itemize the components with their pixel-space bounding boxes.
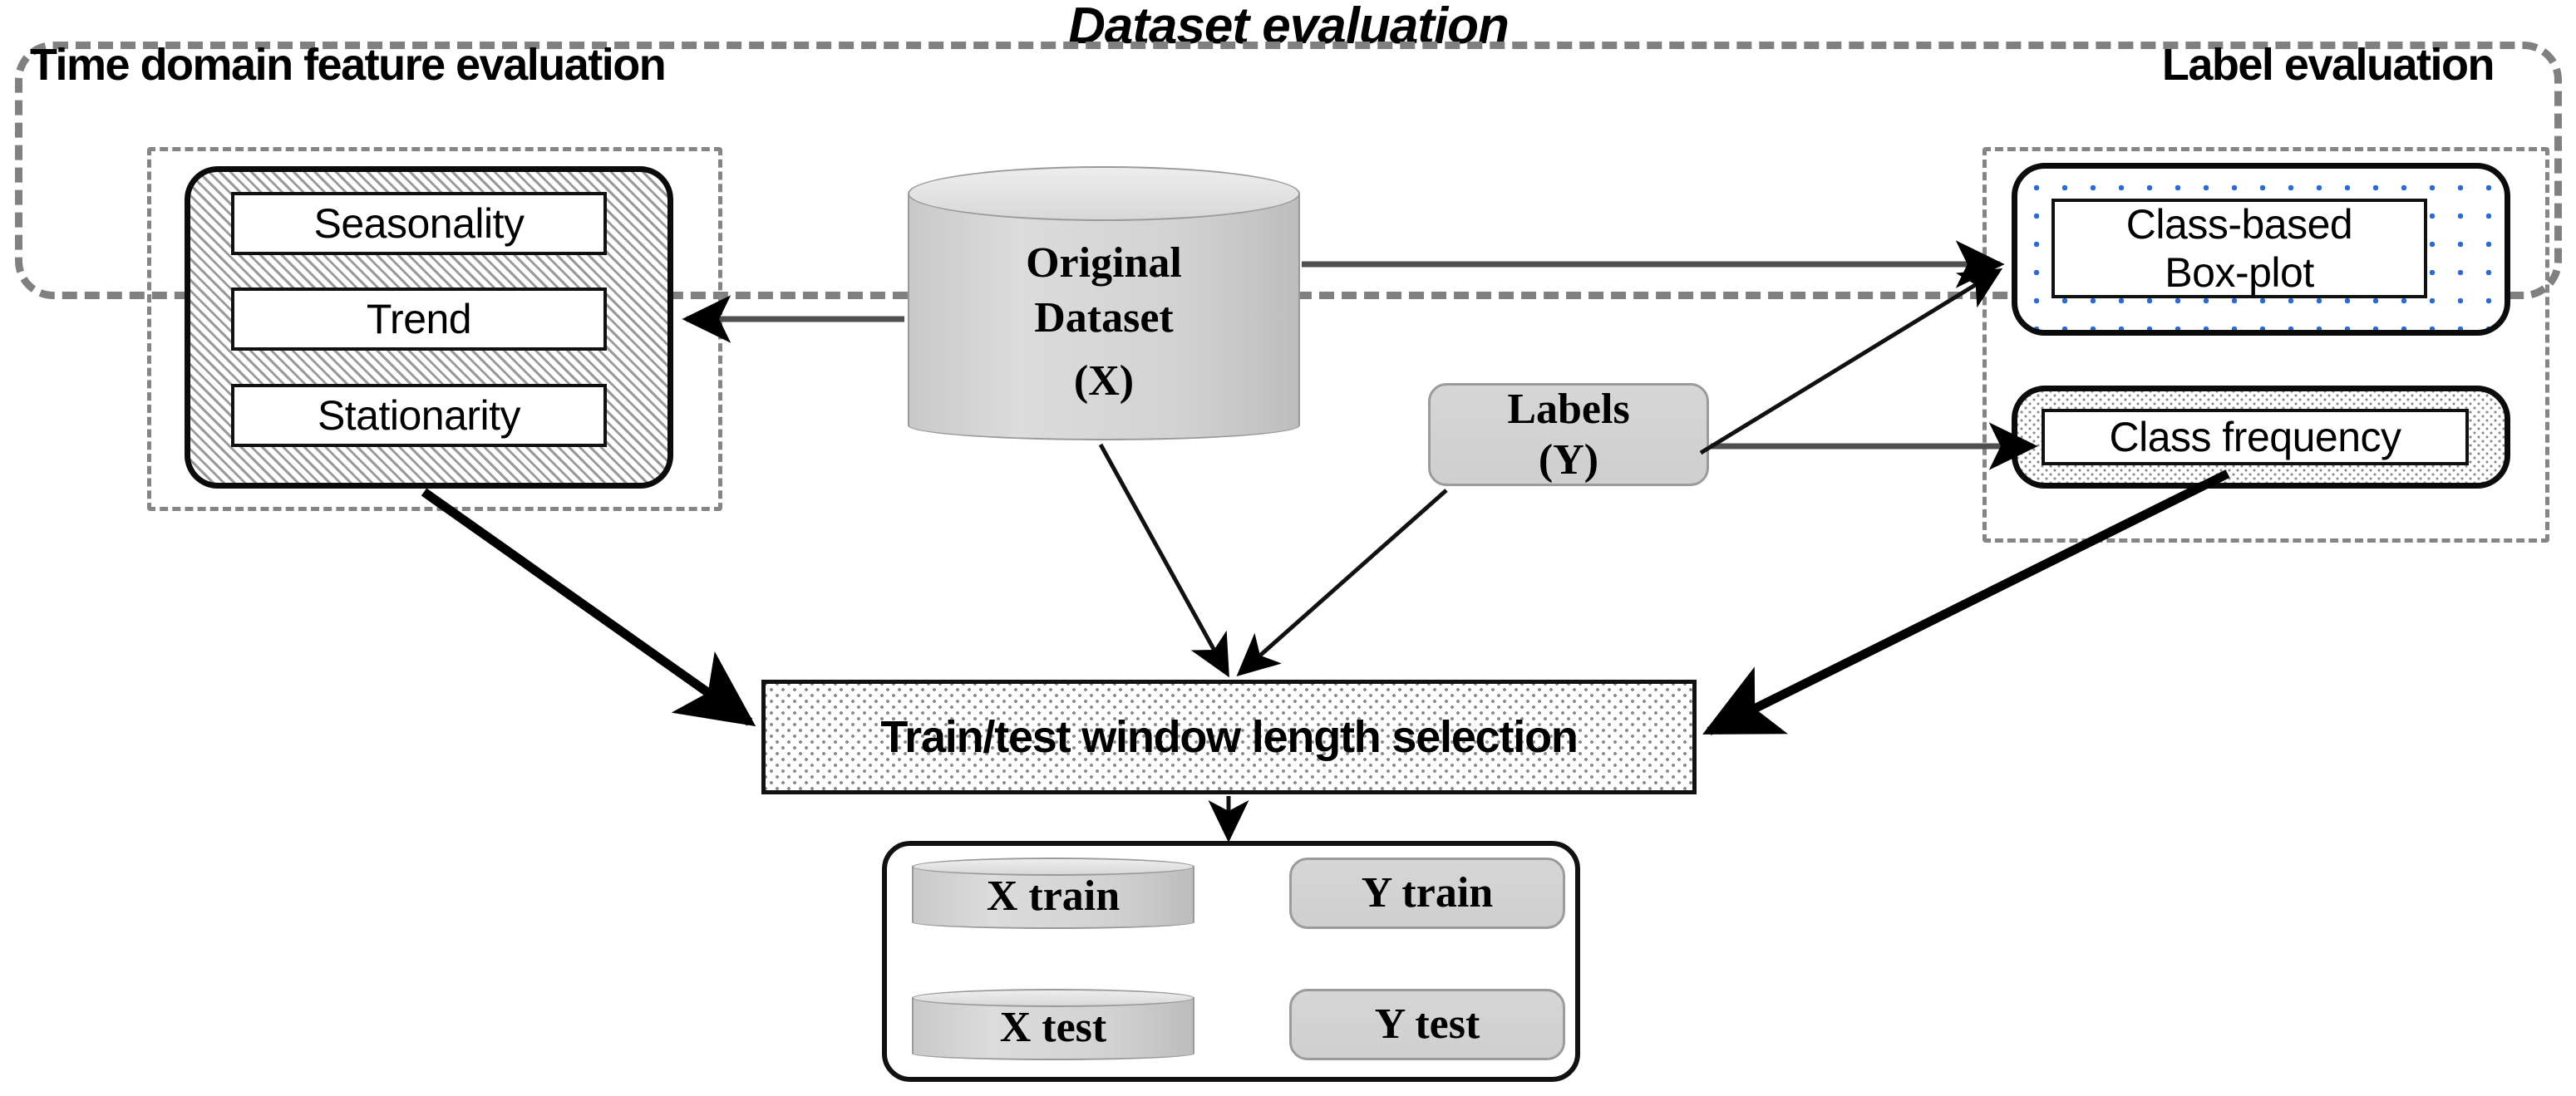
arrow-class-frequency-to-window bbox=[1702, 469, 2230, 735]
split-y-train[interactable]: Y train bbox=[1289, 858, 1565, 929]
arrow-features-to-window bbox=[421, 488, 756, 727]
original-dataset-line2: Dataset bbox=[1034, 294, 1174, 342]
original-dataset-line1: Original bbox=[1026, 239, 1182, 287]
class-frequency[interactable]: Class frequency bbox=[2042, 409, 2469, 465]
original-dataset-line3: (X) bbox=[1073, 357, 1135, 405]
x-train-body bbox=[912, 866, 1194, 929]
split-x-train-label: X train bbox=[986, 872, 1121, 920]
feature-stationarity[interactable]: Stationarity bbox=[231, 384, 607, 447]
class-based-boxplot-line2: Box-plot bbox=[2165, 249, 2314, 296]
arrow-dataset-to-window bbox=[1098, 443, 1229, 678]
labels-node[interactable]: Labels (Y) bbox=[1428, 383, 1709, 486]
original-dataset-cylinder[interactable]: Original Dataset (X) bbox=[908, 166, 1300, 440]
split-x-test-label: X test bbox=[999, 1004, 1107, 1051]
label-evaluation-group-box bbox=[1982, 147, 2549, 543]
arrow-labels-to-window bbox=[1236, 489, 1448, 676]
group-label-label-evaluation: Label evaluation bbox=[2161, 40, 2495, 90]
class-based-boxplot[interactable]: Class-based Box-plot bbox=[2051, 199, 2427, 298]
labels-node-line1: Labels bbox=[1507, 385, 1630, 433]
feature-trend[interactable]: Trend bbox=[231, 288, 607, 351]
arrow-labels-to-boxplot bbox=[1699, 268, 2003, 455]
class-based-boxplot-line1: Class-based bbox=[2125, 201, 2353, 248]
feature-seasonality[interactable]: Seasonality bbox=[231, 192, 607, 255]
labels-node-line2: (Y) bbox=[1538, 436, 1599, 484]
x-test-top-ellipse bbox=[912, 989, 1194, 1007]
window-length-selection-box[interactable]: Train/test window length selection bbox=[761, 680, 1697, 794]
x-train-top-ellipse bbox=[912, 858, 1194, 876]
group-label-time-domain: Time domain feature evaluation bbox=[30, 40, 667, 90]
cylinder-top-ellipse bbox=[908, 166, 1300, 221]
split-y-test[interactable]: Y test bbox=[1289, 989, 1565, 1060]
x-test-body bbox=[912, 997, 1194, 1060]
split-x-train[interactable]: X train bbox=[912, 858, 1194, 929]
cylinder-body bbox=[908, 194, 1300, 440]
split-x-test[interactable]: X test bbox=[912, 989, 1194, 1060]
